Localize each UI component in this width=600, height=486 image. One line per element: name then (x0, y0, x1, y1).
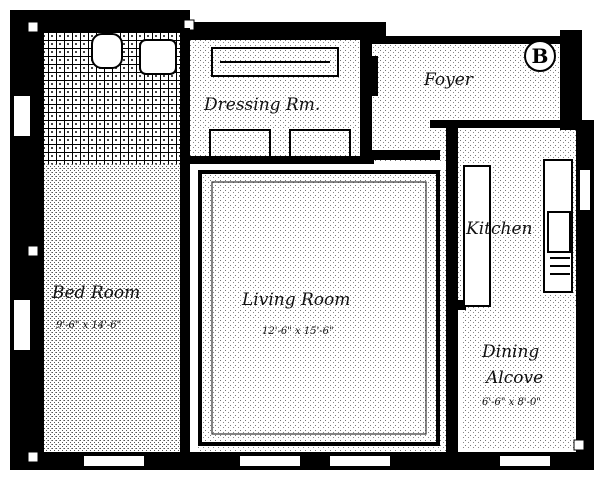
living-room-floor (198, 170, 446, 458)
bedroom-label: Bed Room (51, 283, 140, 303)
foyer-label: Foyer (423, 70, 474, 90)
living-room-size: 12'-6" x 15'-6" (262, 326, 334, 337)
unit-marker: B (524, 40, 556, 72)
bathroom-fixtures (91, 33, 177, 75)
kitchen-label: Kitchen (465, 219, 532, 239)
kitchen-counters (463, 159, 573, 307)
unit-marker-letter: B (532, 44, 549, 68)
dining-alcove-floor (462, 308, 574, 448)
windows (14, 96, 590, 466)
interior-walls (180, 28, 576, 460)
foyer-details (372, 56, 448, 128)
bedroom-floor (44, 164, 184, 454)
dining-alcove-label-1: Dining (481, 342, 539, 362)
dining-alcove-size: 6'-6" x 8'-0" (482, 397, 541, 408)
bedroom-size: 9'-6" x 14'-6" (56, 320, 121, 331)
dressing-room-label: Dressing Rm. (203, 95, 320, 115)
living-room-label: Living Room (241, 290, 350, 310)
closets (209, 47, 351, 161)
living-room-border (198, 170, 440, 446)
dressing-room-floor (190, 40, 360, 160)
dining-alcove-label-2: Alcove (484, 368, 543, 388)
